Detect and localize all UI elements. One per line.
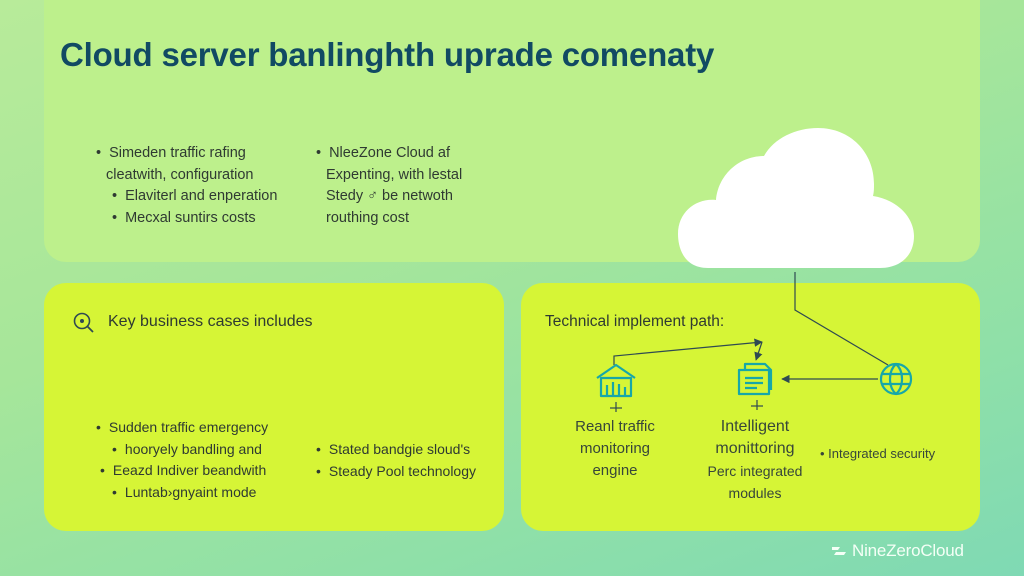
cloud-icon: [678, 128, 914, 268]
list-item: cleatwith, configuration: [106, 166, 254, 183]
node-label-line: Reanl traffic: [575, 418, 655, 435]
intro-list-right: NleeZone Cloud af Expenting, with lestal…: [316, 143, 462, 229]
integrated-security-label: • Integrated security: [820, 443, 935, 465]
list-item: routhing cost: [326, 209, 410, 226]
node-label-line: Intelligent: [720, 418, 790, 435]
node-label-line: engine: [592, 462, 638, 479]
list-item: Simeden traffic rafing: [96, 143, 277, 165]
page-title: Cloud server banlinghth uprade comenaty: [60, 36, 715, 73]
list-item: Eeazd Indiver beandwith: [96, 460, 268, 482]
list-item: hooryely bandling and: [96, 439, 268, 461]
list-item: Steady Pool technology: [316, 461, 476, 483]
business-list-left: Sudden traffic emergency hooryely bandli…: [96, 417, 268, 503]
list-item: Luntab›gnyaint mode: [96, 482, 268, 504]
technical-panel: [521, 283, 980, 531]
intro-list-left: Simeden traffic rafing cleatwith, config…: [96, 143, 277, 229]
brand-name: NineZeroCloud: [852, 541, 964, 560]
node-label-line: monitoring: [579, 440, 651, 457]
globe-security-icon: [879, 362, 913, 396]
bullet-dot: •: [820, 446, 829, 461]
list-item: Stated bandgie sloud's: [316, 439, 476, 461]
business-heading: Key business cases includes: [108, 313, 313, 330]
list-item: Mecxal suntirs costs: [96, 208, 277, 230]
document-module-icon: [737, 362, 773, 396]
node-label-line: monittoring: [715, 440, 795, 457]
search-icon: [73, 312, 94, 333]
list-item: Expenting, with lestal: [326, 166, 463, 183]
business-list-right: Stated bandgie sloud's Steady Pool techn…: [316, 439, 476, 482]
technical-heading: Technical implement path:: [545, 313, 725, 330]
list-item: Elaviterl and enperation: [96, 186, 277, 208]
list-item: NleeZone Cloud af: [316, 143, 462, 165]
node-label-text: Integrated security: [828, 446, 936, 461]
brand-mark-icon: [832, 547, 846, 555]
node-label-line: modules: [728, 485, 782, 501]
list-item: Stedy ♂ be netwoth: [326, 188, 453, 204]
list-item: Sudden traffic emergency: [96, 417, 268, 439]
realtime-monitoring-label: Reanl traffic monitoring engine: [555, 416, 675, 482]
intelligent-monitoring-label: Intelligent monittoring Perc integrated …: [690, 416, 820, 504]
node-label-line: Perc integrated: [707, 463, 803, 479]
brand-logo: NineZeroCloud: [832, 541, 964, 561]
server-rack-icon: [596, 363, 636, 398]
